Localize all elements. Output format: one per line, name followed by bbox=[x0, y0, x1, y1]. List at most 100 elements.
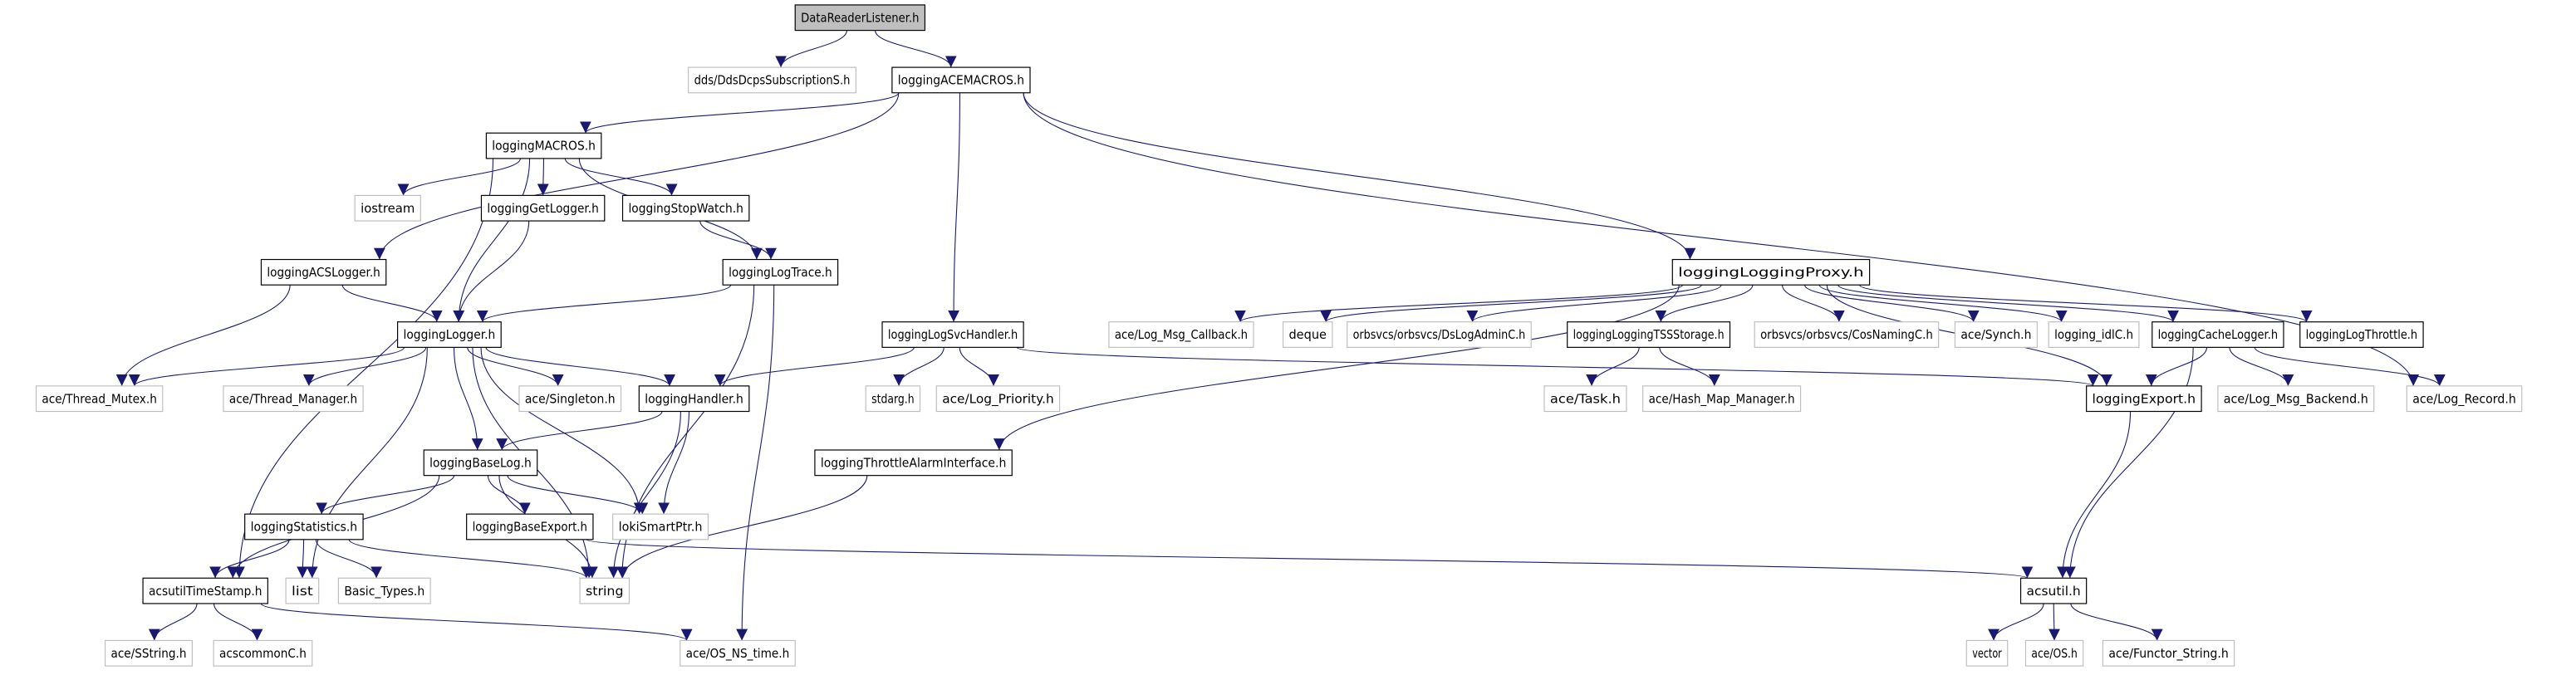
node-stdarg[interactable]: stdarg.h bbox=[865, 385, 921, 413]
node-ThreadManager[interactable]: ace/Thread_Manager.h bbox=[223, 385, 364, 413]
node-label: loggingLogger.h bbox=[404, 328, 496, 342]
node-box bbox=[794, 4, 926, 32]
node-iostream[interactable]: iostream bbox=[354, 194, 421, 222]
node-label: ace/Log_Priority.h bbox=[942, 392, 1053, 406]
node-LogTrace[interactable]: loggingLogTrace.h bbox=[722, 258, 839, 286]
node-label: loggingHandler.h bbox=[645, 392, 743, 406]
node-box bbox=[865, 385, 921, 413]
node-ACSLogger[interactable]: loggingACSLogger.h bbox=[260, 258, 387, 286]
node-OSNStime[interactable]: ace/OS_NS_time.h bbox=[680, 639, 796, 667]
node-SString[interactable]: ace/SString.h bbox=[104, 639, 193, 667]
node-box bbox=[612, 513, 709, 540]
node-Synch[interactable]: ace/Synch.h bbox=[1954, 321, 2038, 348]
node-GetLogger[interactable]: loggingGetLogger.h bbox=[480, 194, 606, 222]
node-label: vector bbox=[1972, 647, 2002, 661]
node-idlC[interactable]: logging_idlC.h bbox=[2048, 321, 2140, 348]
node-TimeStamp[interactable]: acsutilTimeStamp.h bbox=[142, 577, 268, 604]
node-BaseLog[interactable]: loggingBaseLog.h bbox=[423, 449, 538, 477]
edge-ACEMACROS-to-LogSvcHandler bbox=[948, 92, 961, 322]
edge-LoggingProxy-to-idlC bbox=[1818, 284, 2068, 323]
node-label: loggingACEMACROS.h bbox=[898, 74, 1024, 88]
edge-StopWatch-to-LogTrace bbox=[699, 220, 777, 260]
node-string[interactable]: string bbox=[579, 577, 631, 604]
node-LogThrottle[interactable]: loggingLogThrottle.h bbox=[2299, 321, 2424, 348]
node-box bbox=[480, 194, 606, 222]
edge-LoggingProxy-to-Synch bbox=[1804, 284, 1980, 322]
node-dds[interactable]: dds/DdsDcpsSubscriptionS.h bbox=[688, 66, 856, 94]
node-MACROS[interactable]: loggingMACROS.h bbox=[485, 132, 602, 159]
edge-acsutil-to-FunctorString bbox=[2070, 603, 2163, 641]
node-StopWatch[interactable]: loggingStopWatch.h bbox=[621, 194, 750, 222]
node-box bbox=[354, 194, 421, 222]
node-DsLogAdminC[interactable]: orbsvcs/orbsvcs/DsLogAdminC.h bbox=[1347, 321, 1532, 348]
node-label: loggingMACROS.h bbox=[492, 139, 596, 154]
node-vector[interactable]: vector bbox=[1965, 639, 2009, 667]
node-box bbox=[1108, 321, 1254, 348]
node-label: loggingACSLogger.h bbox=[267, 266, 380, 280]
node-list[interactable]: list bbox=[285, 577, 320, 604]
node-label: ace/OS_NS_time.h bbox=[686, 647, 790, 661]
node-label: Basic_Types.h bbox=[344, 585, 424, 599]
node-ThrottleAlarm[interactable]: loggingThrottleAlarmInterface.h bbox=[814, 449, 1013, 477]
node-BaseExport[interactable]: loggingBaseExport.h bbox=[466, 513, 594, 540]
edge-CacheLogger-to-acsutil bbox=[2063, 347, 2194, 579]
node-CacheLogger[interactable]: loggingCacheLogger.h bbox=[2152, 321, 2284, 348]
node-ACEMACROS[interactable]: loggingACEMACROS.h bbox=[891, 66, 1031, 94]
node-loki[interactable]: lokiSmartPtr.h bbox=[612, 513, 709, 540]
node-label: ace/SString.h bbox=[110, 647, 186, 661]
node-TSSStorage[interactable]: loggingLoggingTSSStorage.h bbox=[1567, 321, 1731, 348]
edge-BaseExport-to-acsutil bbox=[586, 539, 2033, 579]
node-box bbox=[688, 66, 856, 94]
node-Task[interactable]: ace/Task.h bbox=[1543, 385, 1627, 413]
node-box bbox=[142, 577, 268, 604]
node-acsutil[interactable]: acsutil.h bbox=[2019, 577, 2088, 604]
edge-LogTrace-to-OSNStime bbox=[736, 285, 775, 641]
node-box bbox=[638, 385, 750, 413]
node-box bbox=[1954, 321, 2038, 348]
node-deque[interactable]: deque bbox=[1282, 321, 1333, 348]
node-label: stdarg.h bbox=[871, 392, 914, 406]
node-LogMsgBackend[interactable]: ace/Log_Msg_Backend.h bbox=[2217, 385, 2375, 413]
node-box bbox=[485, 132, 602, 159]
edge-LoggingProxy-to-TSSStorage bbox=[1655, 285, 1754, 322]
node-LogSvcHandler[interactable]: loggingLogSvcHandler.h bbox=[881, 321, 1024, 348]
edge-MACROS-to-Logger bbox=[453, 158, 531, 322]
node-CosNamingC[interactable]: orbsvcs/orbsvcs/CosNamingC.h bbox=[1754, 321, 1940, 348]
node-Export[interactable]: loggingExport.h bbox=[2086, 385, 2202, 413]
node-LogRecord[interactable]: ace/Log_Record.h bbox=[2406, 385, 2523, 413]
node-box bbox=[518, 385, 622, 413]
node-box bbox=[1543, 385, 1627, 413]
node-LoggingProxy[interactable]: loggingLoggingProxy.h bbox=[1671, 258, 1871, 286]
node-label: loggingLogSvcHandler.h bbox=[888, 328, 1018, 342]
node-HashMap[interactable]: ace/Hash_Map_Manager.h bbox=[1642, 385, 1802, 413]
node-label: loggingCacheLogger.h bbox=[2158, 328, 2278, 342]
node-LogMsgCallback[interactable]: ace/Log_Msg_Callback.h bbox=[1108, 321, 1254, 348]
edge-DataReaderListener-to-dds bbox=[775, 30, 847, 68]
node-ThreadMutex[interactable]: ace/Thread_Mutex.h bbox=[35, 385, 164, 413]
node-OS[interactable]: ace/OS.h bbox=[2024, 639, 2084, 667]
node-LogPriority[interactable]: ace/Log_Priority.h bbox=[935, 385, 1061, 413]
node-box bbox=[2086, 385, 2202, 413]
node-box bbox=[891, 66, 1031, 94]
node-box bbox=[680, 639, 796, 667]
node-DataReaderListener[interactable]: DataReaderListener.h bbox=[794, 4, 926, 32]
node-Logger[interactable]: loggingLogger.h bbox=[397, 321, 502, 348]
node-box bbox=[1754, 321, 1940, 348]
edge-acsutil-to-vector bbox=[1988, 603, 2044, 641]
node-Singleton[interactable]: ace/Singleton.h bbox=[518, 385, 622, 413]
node-Statistics[interactable]: loggingStatistics.h bbox=[244, 513, 364, 540]
edge-DataReaderListener-to-ACEMACROS bbox=[875, 30, 957, 68]
node-box bbox=[2024, 639, 2084, 667]
node-BasicTypes[interactable]: Basic_Types.h bbox=[337, 577, 431, 604]
edge-Logger-to-BaseLog bbox=[453, 347, 483, 451]
node-FunctorString[interactable]: ace/Functor_String.h bbox=[2102, 639, 2235, 667]
node-box bbox=[2152, 321, 2284, 348]
edge-MACROS-to-iostream bbox=[397, 158, 521, 196]
node-Handler[interactable]: loggingHandler.h bbox=[638, 385, 750, 413]
edge-TimeStamp-to-OSNStime bbox=[260, 603, 693, 641]
edge-GetLogger-to-Logger bbox=[453, 221, 530, 322]
node-label: iostream bbox=[361, 202, 415, 216]
node-acscommonC[interactable]: acscommonC.h bbox=[213, 639, 313, 667]
node-label: ace/Functor_String.h bbox=[2108, 647, 2228, 661]
